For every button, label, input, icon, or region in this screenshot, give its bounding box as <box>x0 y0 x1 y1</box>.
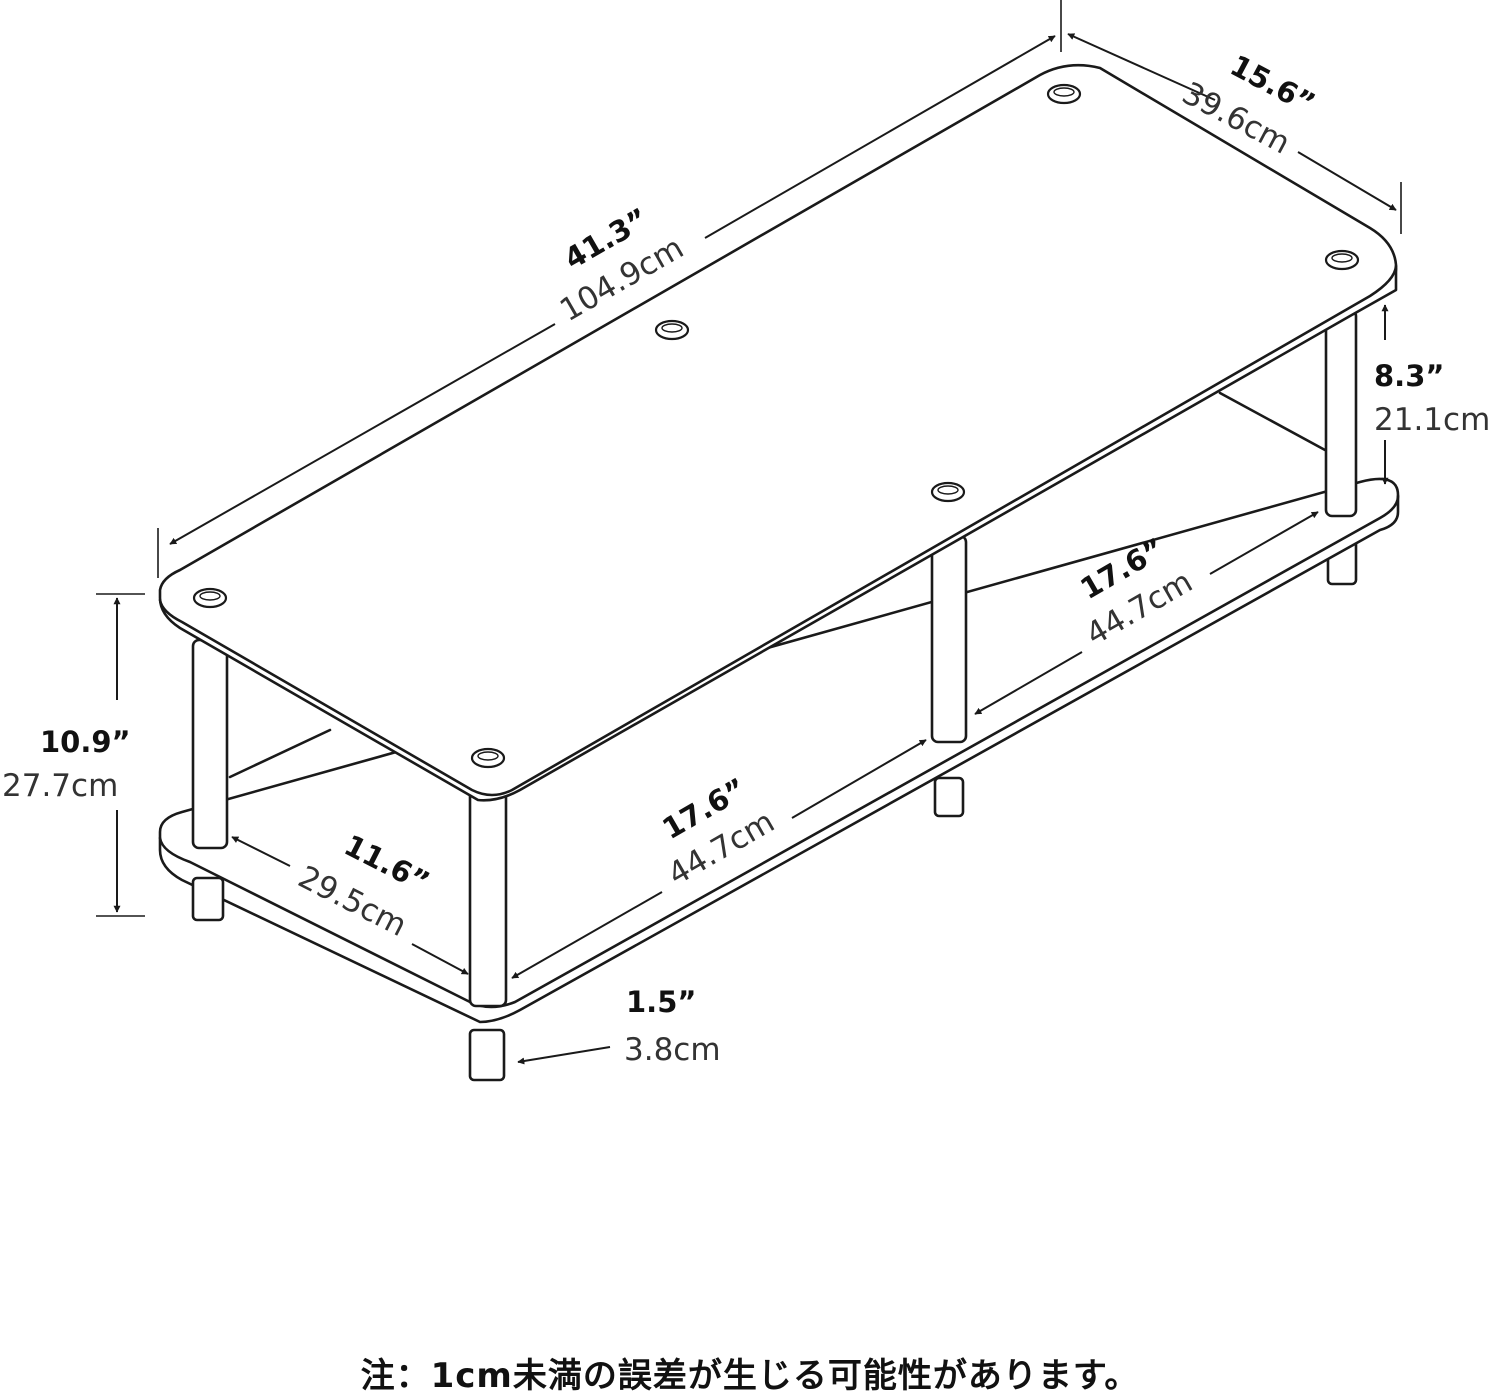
post-back-right <box>1324 308 1358 518</box>
overall-height-cm-label: 27.7cm <box>2 768 118 804</box>
top-shelf <box>158 63 1398 802</box>
foot-back-middle <box>933 776 965 818</box>
post-back-middle <box>930 534 968 744</box>
dimension-foot-height: 1.5” 3.8cm <box>517 985 721 1068</box>
shelf-clearance-inch-label: 8.3” <box>1374 359 1444 393</box>
foot-front-right <box>468 1028 506 1082</box>
dimension-overall-height: 10.9” 27.7cm <box>2 593 145 917</box>
post-front-left <box>191 638 229 850</box>
foot-front-left <box>191 876 225 922</box>
overall-height-inch-label: 10.9” <box>40 725 131 759</box>
shelf-clearance-cm-label: 21.1cm <box>1374 402 1490 438</box>
dimension-shelf-clearance: 8.3” 21.1cm <box>1374 304 1490 485</box>
top-shelf-slab <box>158 63 1398 802</box>
post-front-middle <box>468 788 508 1008</box>
foot-height-cm-label: 3.8cm <box>624 1032 721 1068</box>
measurement-tolerance-note: 注：1cm未満の誤差が生じる可能性があります。 <box>360 1356 1140 1396</box>
foot-height-inch-label: 1.5” <box>626 985 696 1019</box>
top-holes <box>192 83 1360 769</box>
